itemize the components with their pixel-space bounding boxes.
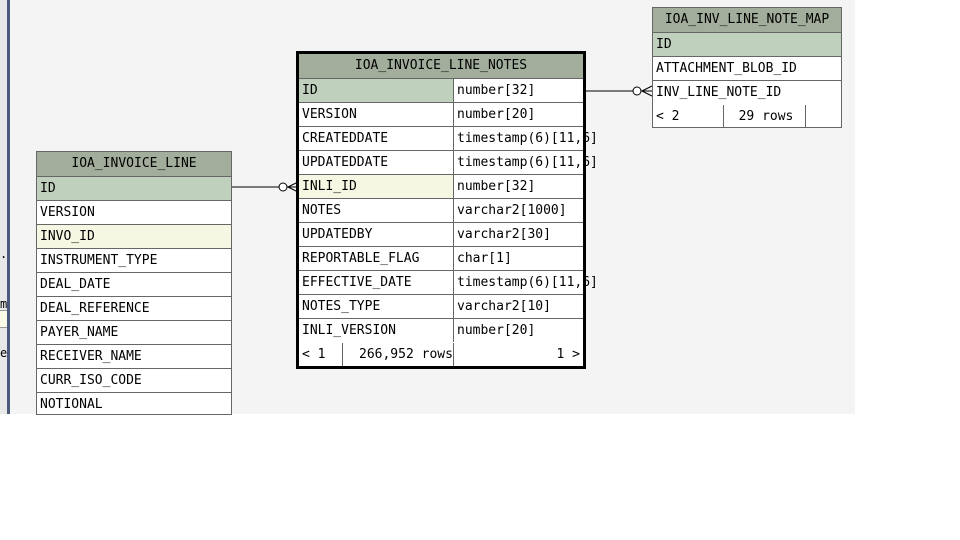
column-name: ID: [299, 79, 453, 102]
table-title[interactable]: IOA_INVOICE_LINE_NOTES: [299, 54, 583, 79]
table-ioa-invoice-line[interactable]: IOA_INVOICE_LINE ID VERSION INVO_ID INSTRUM…: [36, 151, 232, 415]
column-name: INLI_VERSION: [302, 323, 396, 338]
table-title[interactable]: IOA_INVOICE_LINE: [37, 152, 231, 177]
column-row[interactable]: INV_LINE_NOTE_ID: [653, 81, 841, 105]
relationship-notes-to-note-map: [586, 85, 653, 97]
offscreen-fragment: e: [0, 346, 8, 360]
relationship-invoice-line-to-notes: [232, 181, 299, 193]
column-row[interactable]: INSTRUMENT_TYPE: [37, 249, 231, 273]
column-type: number[20]: [453, 103, 583, 126]
column-name: NOTIONAL: [40, 397, 103, 412]
column-name: UPDATEDDATE: [302, 155, 389, 170]
prev-page-button[interactable]: < 1: [302, 347, 326, 362]
column-name: PAYER_NAME: [40, 325, 119, 340]
left-panel-border: [7, 0, 10, 414]
column-name: RECEIVER_NAME: [40, 349, 142, 364]
column-row[interactable]: NOTIONAL: [37, 393, 231, 417]
column-name: NOTES_TYPE: [302, 299, 381, 314]
table-ioa-inv-line-note-map[interactable]: IOA_INV_LINE_NOTE_MAP ID ATTACHMENT_BLOB_…: [652, 7, 842, 128]
row-navigator: < 1 266,952 rows 1 >: [299, 343, 583, 367]
column-row[interactable]: UPDATEDDATE timestamp(6)[11,6]: [299, 151, 598, 175]
column-name: REPORTABLE_FLAG: [302, 251, 420, 266]
column-name: CREATEDDATE: [302, 131, 389, 146]
column-name: DEAL_REFERENCE: [40, 301, 150, 316]
column-row[interactable]: DEAL_DATE: [37, 273, 231, 297]
column-row[interactable]: REPORTABLE_FLAG char[1]: [299, 247, 583, 271]
row-count: 29 rows: [723, 105, 805, 128]
column-type: varchar2[10]: [453, 295, 583, 318]
column-row[interactable]: DEAL_REFERENCE: [37, 297, 231, 321]
column-row[interactable]: PAYER_NAME: [37, 321, 231, 345]
column-list: ID ATTACHMENT_BLOB_ID INV_LINE_NOTE_ID: [653, 33, 841, 105]
column-name: VERSION: [302, 107, 357, 122]
column-name: ATTACHMENT_BLOB_ID: [656, 61, 797, 76]
column-row[interactable]: VERSION number[20]: [299, 103, 583, 127]
column-name: INV_LINE_NOTE_ID: [656, 85, 782, 100]
column-name: VERSION: [40, 205, 95, 220]
row-navigator: < 2 29 rows: [653, 105, 841, 129]
column-row[interactable]: RECEIVER_NAME: [37, 345, 231, 369]
column-type: number[32]: [453, 79, 583, 102]
column-type: varchar2[30]: [453, 223, 583, 246]
column-type: number[32]: [453, 175, 583, 198]
column-name: CURR_ISO_CODE: [40, 373, 142, 388]
column-name: INVO_ID: [37, 225, 231, 248]
column-row[interactable]: ID: [37, 177, 231, 201]
offscreen-fk-fragment: [0, 310, 7, 328]
column-name: UPDATEDBY: [302, 227, 373, 242]
column-type: timestamp(6)[11,6]: [453, 151, 598, 174]
table-title[interactable]: IOA_INV_LINE_NOTE_MAP: [653, 8, 841, 33]
column-row[interactable]: NOTES varchar2[1000]: [299, 199, 583, 223]
column-type: timestamp(6)[11,6]: [453, 127, 598, 150]
column-row[interactable]: INLI_VERSION number[20]: [299, 319, 583, 343]
column-type: varchar2[1000]: [453, 199, 583, 222]
next-page-button[interactable]: 1 >: [453, 343, 583, 366]
column-row[interactable]: NOTES_TYPE varchar2[10]: [299, 295, 583, 319]
column-type: number[20]: [453, 319, 583, 342]
column-name: DEAL_DATE: [40, 277, 111, 292]
offscreen-fragment: .: [0, 247, 8, 261]
column-list: ID VERSION INVO_ID INSTRUMENT_TYPE DEAL_DATE…: [37, 177, 231, 417]
column-row[interactable]: EFFECTIVE_DATE timestamp(6)[11,6]: [299, 271, 598, 295]
column-name: INLI_ID: [299, 175, 453, 198]
column-row[interactable]: INVO_ID: [37, 225, 231, 249]
column-name: ID: [653, 33, 841, 56]
prev-page-button[interactable]: < 2: [656, 109, 680, 124]
column-row[interactable]: UPDATEDBY varchar2[30]: [299, 223, 583, 247]
column-name: ID: [37, 177, 231, 200]
column-name: EFFECTIVE_DATE: [302, 275, 412, 290]
row-count: 266,952 rows: [342, 343, 453, 366]
next-page-button[interactable]: [805, 105, 841, 128]
offscreen-fragment: m: [0, 297, 8, 311]
column-row[interactable]: VERSION: [37, 201, 231, 225]
column-row[interactable]: ID: [653, 33, 841, 57]
column-type: char[1]: [453, 247, 583, 270]
column-row[interactable]: CREATEDDATE timestamp(6)[11,6]: [299, 127, 598, 151]
column-name: NOTES: [302, 203, 342, 218]
column-type: timestamp(6)[11,6]: [453, 271, 598, 294]
column-name: INSTRUMENT_TYPE: [40, 253, 158, 268]
column-row[interactable]: ATTACHMENT_BLOB_ID: [653, 57, 841, 81]
column-row[interactable]: CURR_ISO_CODE: [37, 369, 231, 393]
left-panel-edge: [0, 0, 7, 414]
